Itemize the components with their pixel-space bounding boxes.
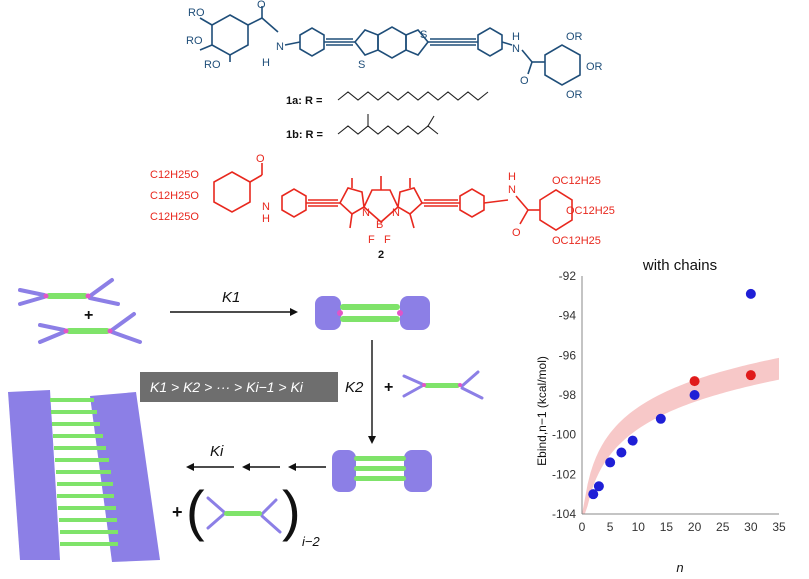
x-tick-label: 15 (660, 520, 674, 534)
plus-sign-2: + (384, 379, 393, 396)
x-tick-label: 25 (716, 520, 730, 534)
or-atom-1: OR (566, 31, 583, 43)
amide-o-1: O (257, 0, 266, 11)
y-tick-label: -98 (559, 388, 577, 402)
red-data-point (745, 370, 756, 381)
plus-sign-3: + (172, 502, 183, 522)
trend-band (582, 357, 779, 514)
ro-atom-2: RO (186, 35, 203, 47)
inequality-text: K1 > K2 > ··· > Ki−1 > Ki (150, 379, 304, 395)
k1-label: K1 (222, 289, 240, 306)
chain-label-5: OC12H25 (566, 205, 615, 217)
monomer-in-paren (206, 496, 282, 534)
compound-number: 2 (378, 249, 384, 261)
y-tick-label: -92 (559, 269, 577, 283)
red-data-point (689, 376, 700, 387)
x-tick-label: 20 (688, 520, 702, 534)
k2-label: K2 (345, 379, 364, 396)
subscript-label: i−2 (302, 534, 320, 549)
y-tick-label: -104 (552, 507, 576, 521)
bodipy-b: B (376, 219, 383, 231)
monomer-pair: + (18, 278, 142, 344)
amide-h-1: H (262, 57, 270, 69)
chain-label-2: C12H25O (150, 190, 199, 202)
bodipy-f-1: F (368, 234, 375, 246)
label-1a: 1a: R = (286, 95, 322, 107)
ro-atom-3: RO (204, 59, 221, 71)
blue-data-point (655, 413, 666, 424)
molecule-2: C12H25O C12H25O C12H25O O H N N B N F F … (150, 153, 615, 261)
ro-atom-1: RO (188, 7, 205, 19)
blue-data-point (745, 288, 756, 299)
chart-title: with chains (642, 257, 717, 274)
blue-data-point (616, 447, 627, 458)
dimer (315, 296, 430, 330)
right-paren: ) (282, 479, 301, 542)
blue-data-point (627, 435, 638, 446)
molecule-1: RO RO RO O H N S S H N O OR OR OR (186, 0, 603, 141)
x-tick-label: 30 (744, 520, 758, 534)
sulfur-atom-2: S (420, 29, 427, 41)
amide-h-4: H (508, 171, 516, 183)
x-ticks: 0 5 10 15 20 25 30 35 (579, 520, 786, 534)
amide-h-2: H (512, 31, 520, 43)
or-atom-3: OR (566, 89, 583, 101)
y-ticks: -92 -94 -96 -98 -100 -102 -104 (552, 269, 576, 521)
amide-o-2: O (520, 75, 529, 87)
amide-n-1: N (276, 41, 284, 53)
chain-label-6: OC12H25 (552, 235, 601, 247)
chain-label-4: OC12H25 (552, 175, 601, 187)
y-axis-label: Ebind,n−1 (kcal/mol) (535, 356, 549, 466)
x-tick-label: 10 (632, 520, 646, 534)
y-tick-label: -102 (552, 467, 576, 481)
chain-label-1: C12H25O (150, 169, 199, 181)
x-tick-label: 5 (607, 520, 614, 534)
y-tick-label: -96 (559, 348, 577, 362)
amide-n-2: N (512, 43, 520, 55)
bodipy-n-2: N (392, 207, 400, 219)
y-tick-label: -100 (552, 428, 576, 442)
plus-sign-1: + (84, 307, 93, 324)
blue-data-point (689, 390, 700, 400)
x-tick-label: 0 (579, 520, 586, 534)
x-axis-label: n (676, 560, 683, 575)
assembly-scheme: + K1 K2 + K1 > K2 > ··· (8, 278, 484, 562)
label-1b: 1b: R = (286, 129, 323, 141)
ki-label: Ki (210, 443, 224, 460)
amide-n-3: N (262, 201, 270, 213)
monomer-single (402, 370, 484, 400)
blue-data-point (605, 457, 616, 468)
inequality-box (140, 372, 338, 402)
amide-h-3: H (262, 213, 270, 225)
oligomer (332, 450, 432, 492)
left-paren: ( (186, 479, 205, 542)
amide-o-3: O (256, 153, 265, 165)
chain-label-3: C12H25O (150, 211, 199, 223)
sulfur-atom-1: S (358, 59, 365, 71)
bodipy-n-1: N (362, 207, 370, 219)
x-tick-label: 35 (772, 520, 786, 534)
blue-data-point (588, 489, 599, 500)
y-tick-label: -94 (559, 309, 577, 323)
amide-n-4: N (508, 184, 516, 196)
data-points (588, 288, 756, 500)
or-atom-2: OR (586, 61, 603, 73)
bodipy-f-2: F (384, 234, 391, 246)
fibre-stack (8, 390, 160, 562)
blue-data-point (593, 481, 604, 492)
amide-o-4: O (512, 227, 521, 239)
